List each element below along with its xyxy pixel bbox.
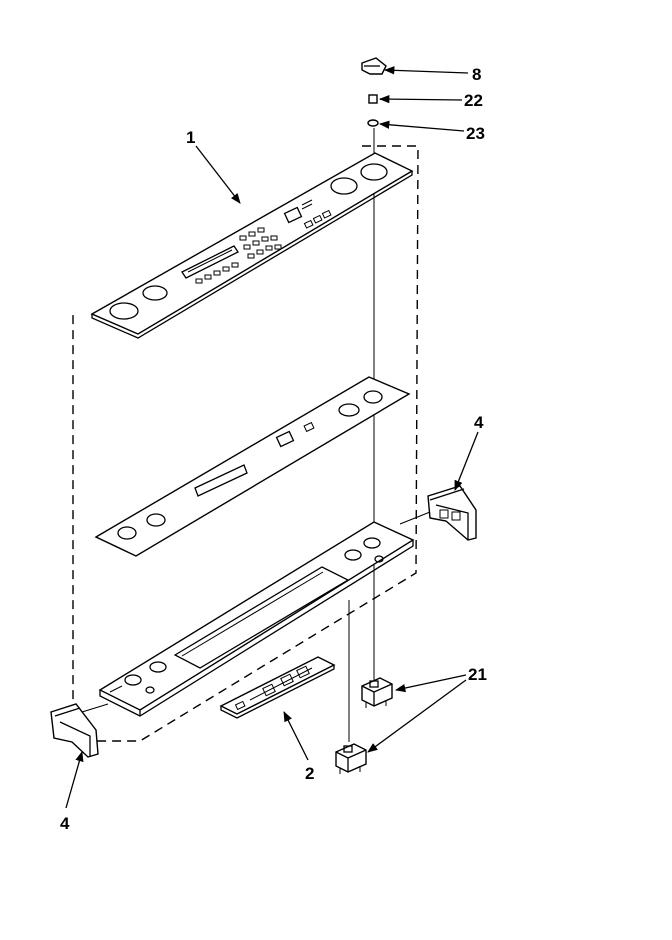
display-window	[181, 245, 239, 279]
knob-marking-icon	[330, 177, 358, 195]
leader-21a	[394, 674, 467, 693]
callout-23: 23	[466, 124, 485, 143]
knob-marking-icon	[109, 302, 139, 320]
keypad-grid	[195, 227, 282, 284]
knob-spring	[368, 94, 378, 104]
callout-4-upper: 4	[474, 413, 484, 432]
leader-2	[283, 711, 309, 761]
callout-8: 8	[472, 65, 481, 84]
housing-window	[173, 566, 350, 669]
callout-21: 21	[468, 665, 487, 684]
callout-1: 1	[186, 128, 195, 147]
leader-8	[383, 66, 469, 75]
end-cap-right	[399, 485, 477, 541]
console-panel-top	[90, 152, 414, 339]
knob-marking-icon	[360, 163, 388, 181]
leader-4-upper	[454, 431, 479, 491]
end-cap-left	[50, 703, 109, 758]
indicator-square	[283, 206, 303, 224]
leader-21b	[367, 679, 467, 753]
knob-cap	[361, 57, 387, 75]
leader-1	[195, 145, 241, 204]
callout-2: 2	[305, 764, 314, 783]
circuit-board	[219, 656, 336, 719]
leader-4-lower	[65, 751, 84, 809]
assembly-outline	[72, 145, 419, 742]
overlay-panel-middle	[94, 376, 411, 557]
display-cutout	[194, 464, 248, 497]
leader-23	[378, 120, 465, 132]
control-housing	[98, 521, 415, 717]
switch-lower	[335, 743, 367, 774]
callout-22: 22	[464, 91, 483, 110]
callout-4-lower: 4	[60, 814, 70, 833]
knob-washer	[367, 119, 379, 127]
leader-22	[378, 94, 463, 104]
knob-marking-icon	[142, 285, 168, 301]
switch-upper	[361, 677, 393, 708]
